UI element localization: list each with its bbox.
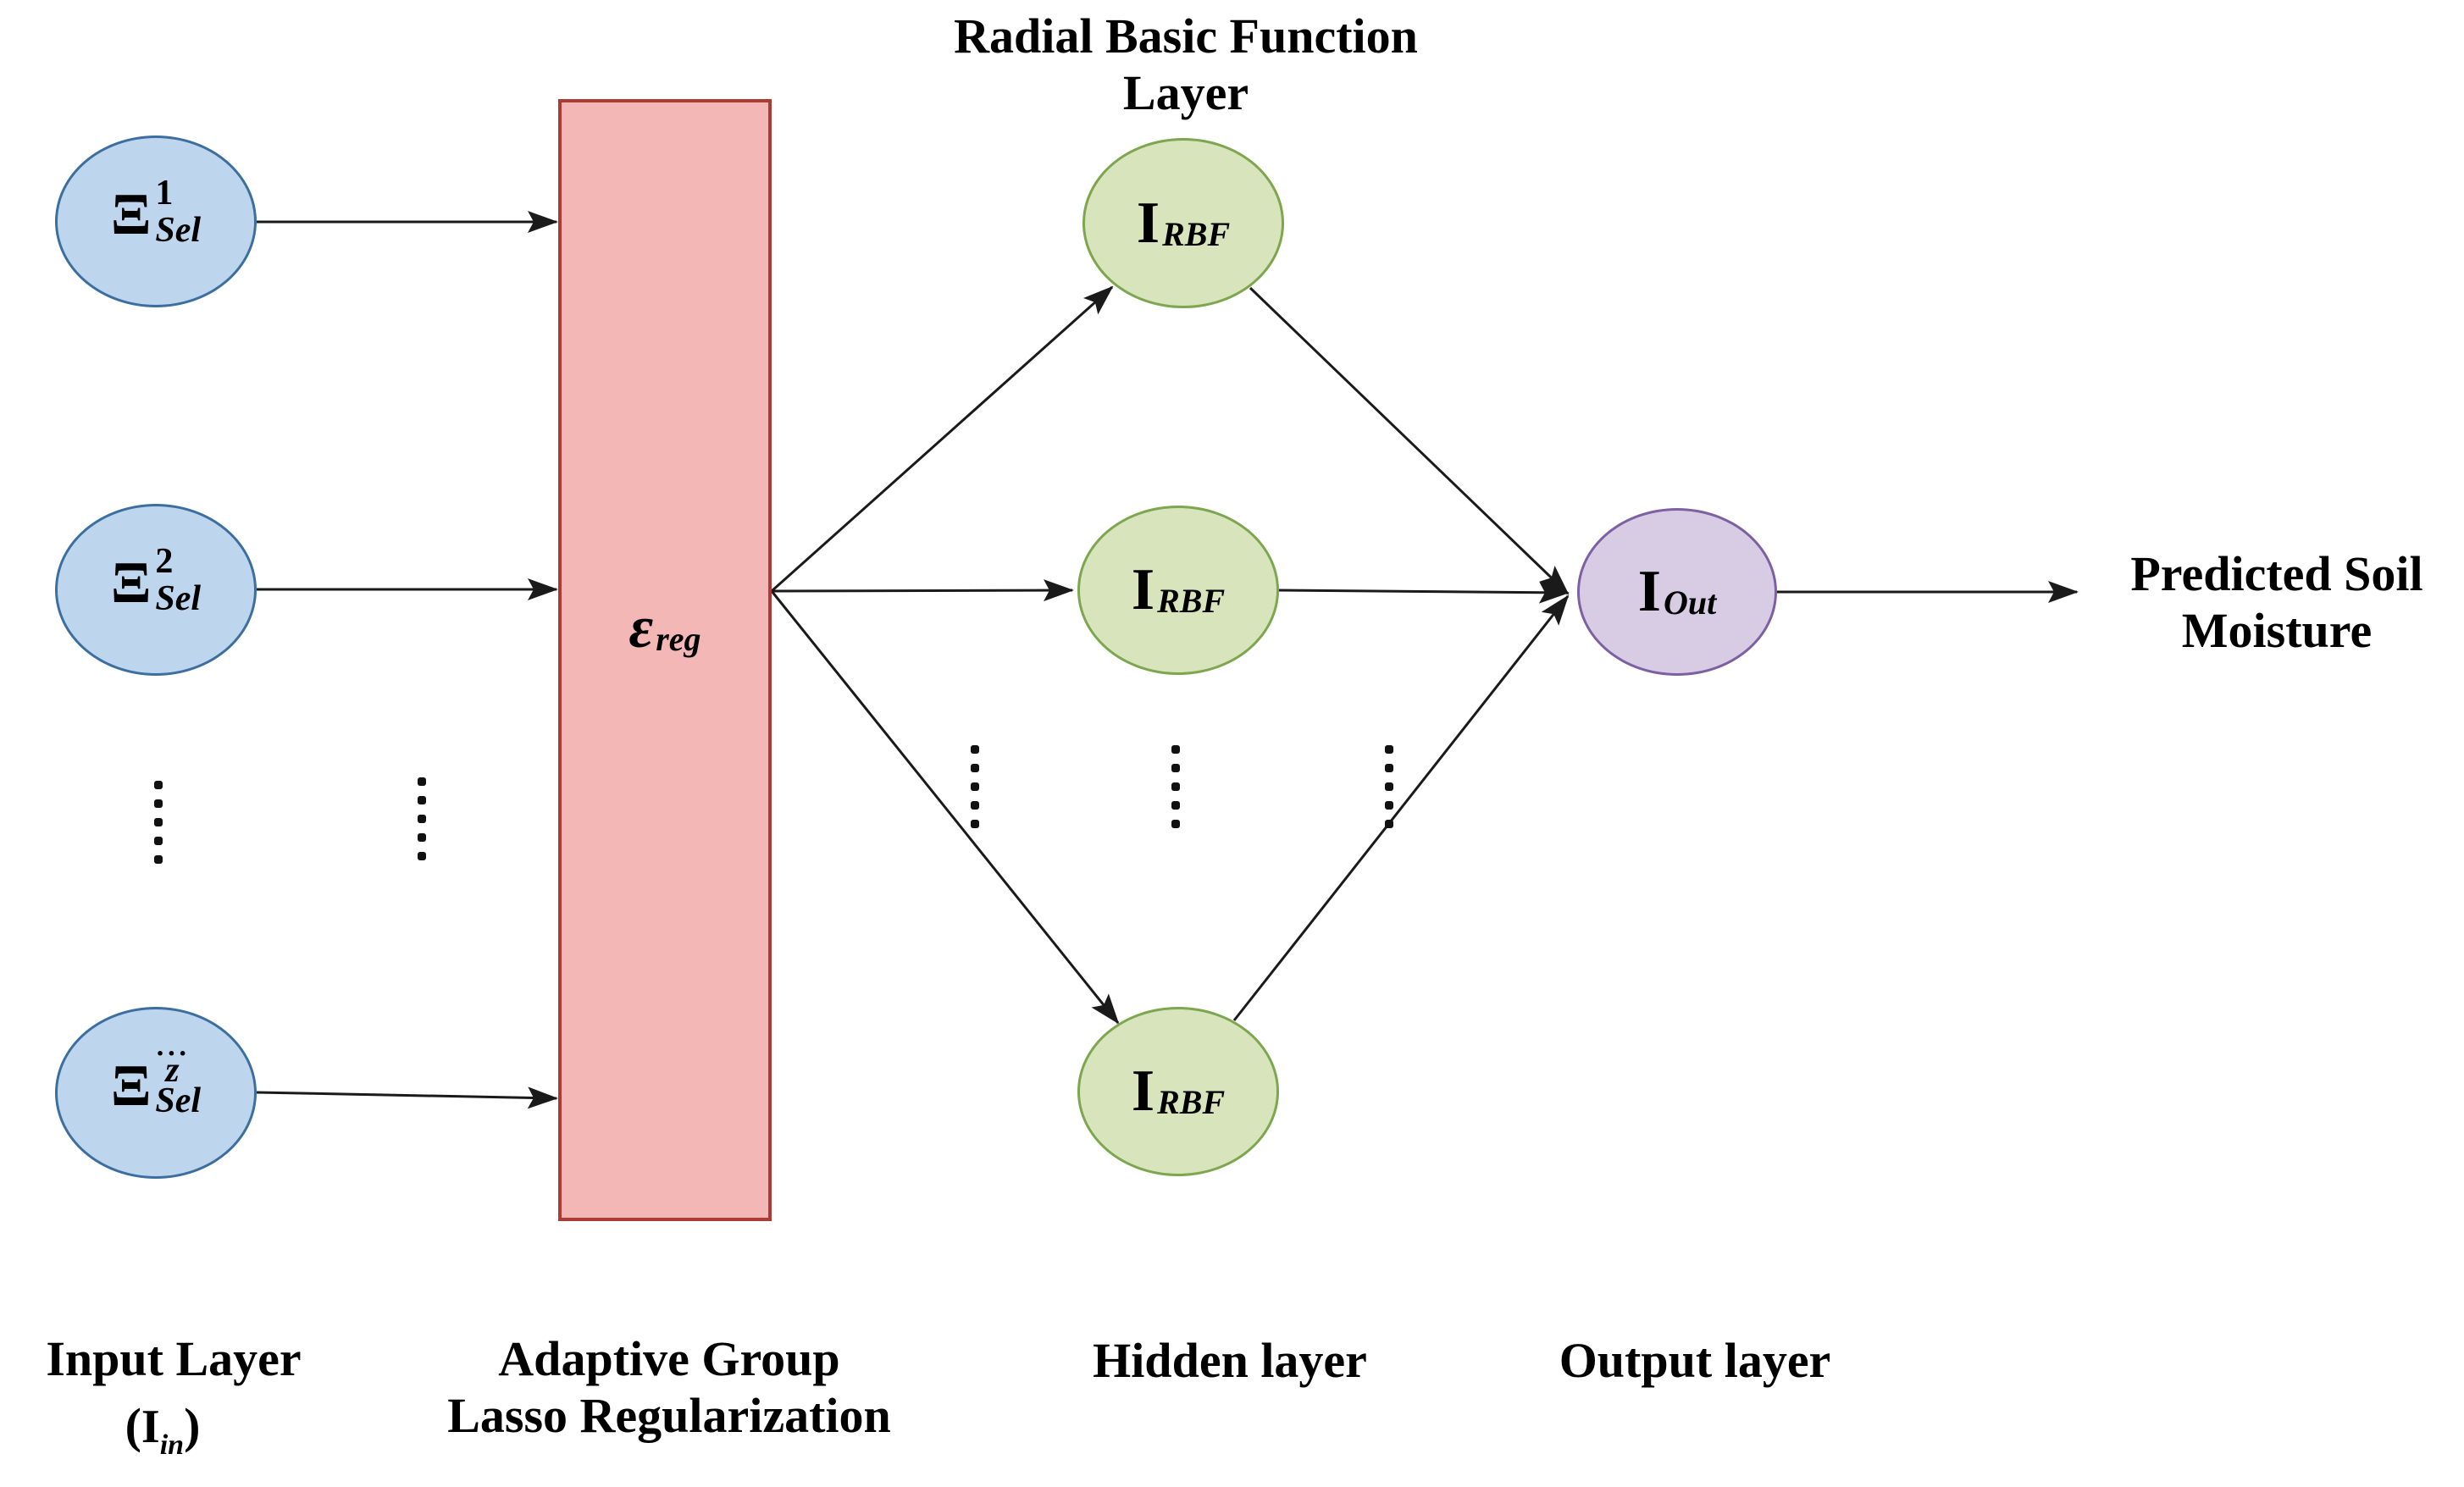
input-node-2-label: Ξ 2 Sel [110,541,202,618]
regularization-caption-line1: Adaptive Group [498,1331,840,1386]
input-node-z-label: Ξ ··· z Sel [110,1038,202,1120]
hidden-node-1: I RBF [1082,138,1284,308]
hidden-node-1-label: I RBF [1136,190,1231,256]
vertical-ellipsis-icon [418,777,426,860]
edge-arrow [256,1086,558,1109]
vertical-ellipsis-icon [1171,745,1180,828]
output-layer-caption: Output layer [1559,1333,1831,1388]
vertical-ellipsis-icon [1385,745,1393,828]
vertical-ellipsis-icon [971,745,979,828]
edge-arrow [771,285,1114,593]
regularization-label: ε reg [628,594,701,661]
prediction-text-line2: Moisture [2181,602,2373,658]
hidden-node-2-label: I RBF [1131,557,1226,622]
edge-arrow [1232,594,1570,1021]
input-layer-symbol: (Iin) [125,1398,201,1461]
input-node-1-label: Ξ 1 Sel [110,173,202,250]
prediction-text: Predicted Soil Moisture [2130,546,2422,659]
input-layer-caption: Input Layer [46,1331,302,1386]
edge-arrow [1249,286,1570,595]
hidden-layer-caption: Hidden layer [1093,1333,1367,1388]
edge-arrow [1276,581,1570,604]
input-node-1: Ξ 1 Sel [55,135,257,307]
regularization-caption-line2: Lasso Regularization [447,1387,891,1443]
hidden-node-3-label: I RBF [1131,1059,1226,1124]
hidden-node-2: I RBF [1077,506,1279,675]
input-node-2: Ξ 2 Sel [55,504,257,676]
input-node-z: Ξ ··· z Sel [55,1007,257,1179]
output-node: I Out [1577,508,1777,676]
regularization-caption: Adaptive Group Lasso Regularization [447,1331,891,1444]
rbf-layer-title-line1: Radial Basic Function [954,8,1418,64]
edge-arrow [770,590,1120,1025]
prediction-text-line1: Predicted Soil [2130,546,2423,601]
rbf-layer-title: Radial Basic Function Layer [954,8,1418,121]
vertical-ellipsis-icon [154,781,163,864]
z-superscript: ··· z [155,1038,190,1091]
regularization-block: ε reg [558,99,772,1221]
output-node-label: I Out [1637,559,1717,624]
rbf-layer-title-line2: Layer [1122,64,1249,120]
hidden-node-3: I RBF [1077,1007,1279,1176]
edge-arrow [771,579,1074,602]
